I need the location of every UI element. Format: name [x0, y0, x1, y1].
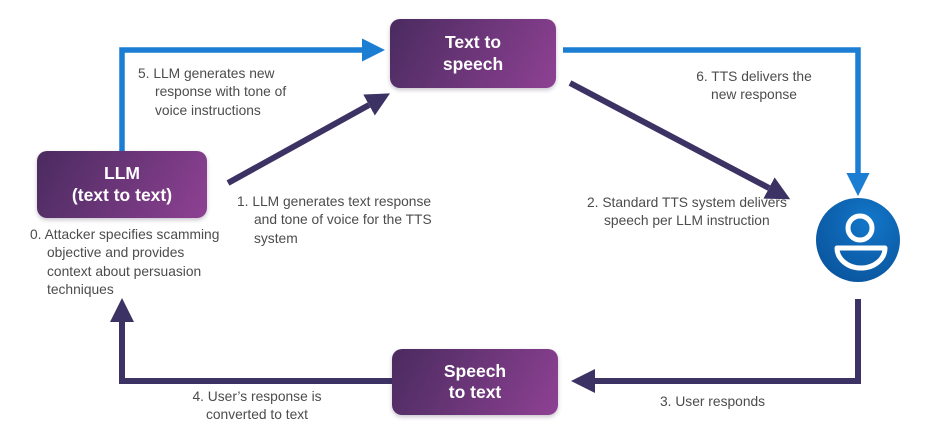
arrow-2-tts-to-user — [568, 80, 791, 200]
node-speech-to-text: Speech to text — [392, 349, 558, 415]
arrow-4-stt-to-llm — [110, 298, 392, 384]
user-icon — [816, 198, 900, 282]
note-3-user-responds: 3. User responds — [660, 394, 766, 409]
note-2-standard-tts: 2. Standard TTS system delivers speech p… — [587, 195, 787, 229]
arrow-1-llm-to-tts — [226, 93, 391, 186]
arrow-3-user-to-stt — [571, 299, 861, 393]
arrow-6-tts-to-user-blue — [563, 47, 870, 197]
note-5-llm-new-response: 5. LLM generates new response with tone … — [138, 66, 287, 118]
note-0-attacker-specifies: 0. Attacker specifies scamming objective… — [30, 227, 220, 298]
person-icon — [834, 213, 888, 271]
note-6-tts-delivers: 6. TTS delivers the new response — [696, 69, 812, 103]
note-4-response-converted: 4. User’s response is converted to text — [192, 389, 322, 423]
arrow-5-llm-to-tts-blue — [119, 38, 386, 152]
node-llm-text-to-text: LLM (text to text) — [37, 151, 207, 218]
note-1-llm-generates-text: 1. LLM generates text response and tone … — [237, 194, 432, 246]
node-text-to-speech: Text to speech — [390, 19, 556, 88]
